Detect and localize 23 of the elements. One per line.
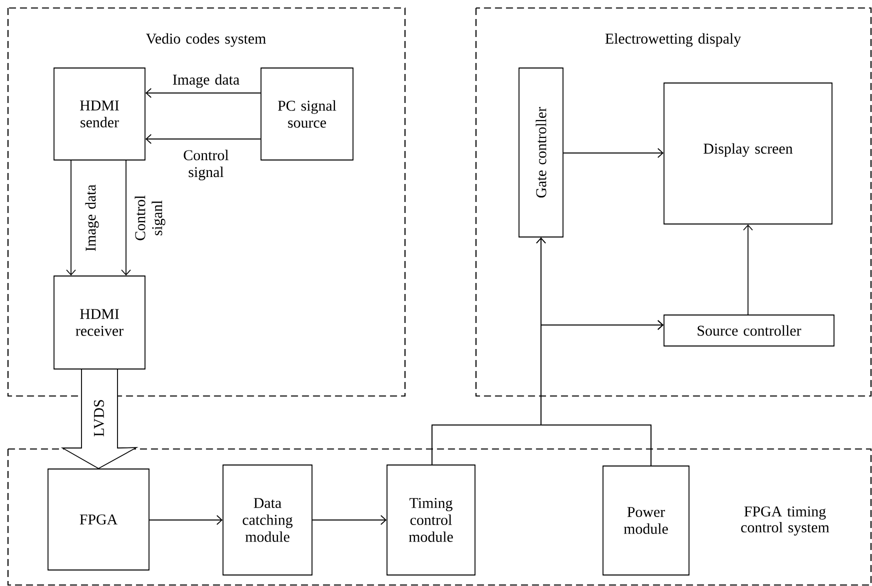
process-box: Data catching module bbox=[222, 464, 312, 576]
arrow bbox=[66, 160, 76, 276]
process-box: Timing control module bbox=[386, 464, 476, 576]
arrow bbox=[145, 134, 261, 144]
arrow bbox=[121, 160, 131, 276]
edge-label: Control siganl bbox=[134, 195, 166, 240]
arrow bbox=[149, 515, 223, 525]
process-box: Display screen bbox=[664, 82, 832, 224]
process-box: FPGA bbox=[48, 468, 150, 570]
process-box: Gate controller bbox=[518, 68, 564, 238]
arrow bbox=[743, 224, 753, 315]
edge-label: Image data bbox=[85, 184, 99, 252]
process-box: HDMI receiver bbox=[54, 276, 146, 370]
arrow bbox=[540, 320, 664, 466]
arrow bbox=[145, 88, 261, 98]
arrow bbox=[563, 148, 664, 158]
process-box: HDMI sender bbox=[54, 68, 146, 160]
process-box: PC signal source bbox=[260, 68, 354, 160]
edge-label: Image data bbox=[172, 74, 240, 88]
arrow bbox=[312, 515, 387, 525]
process-box: Power module bbox=[602, 466, 690, 576]
edge-label: Control signal bbox=[184, 150, 229, 180]
process-box: Source controller bbox=[664, 314, 834, 346]
